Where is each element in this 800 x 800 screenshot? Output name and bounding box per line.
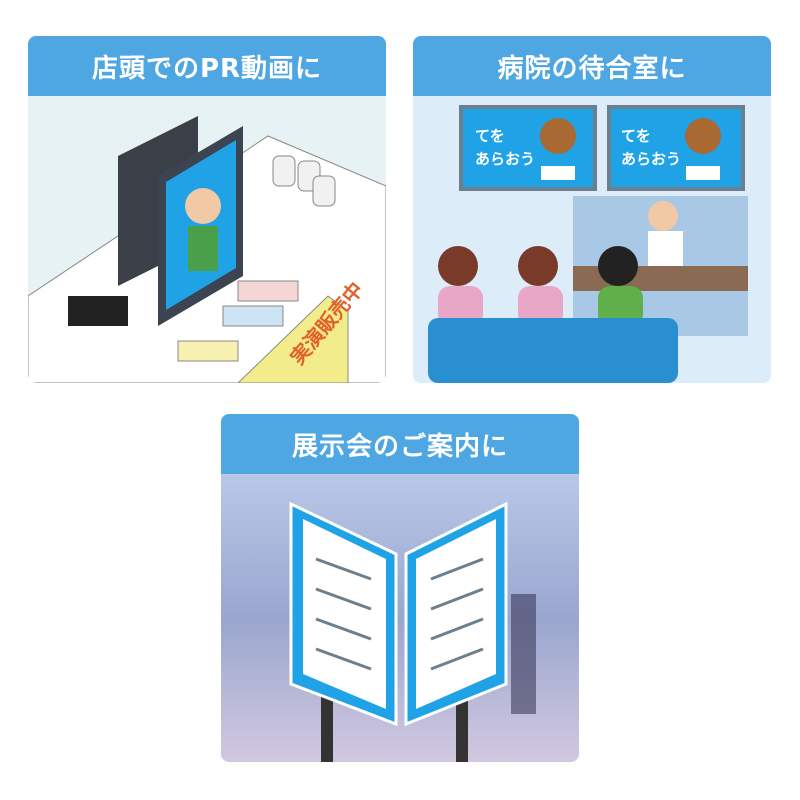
svg-text:てを: てを — [475, 127, 505, 145]
card-hospital: 病院の待合室に てを あらおう てを あらおう — [413, 36, 771, 383]
bench — [428, 318, 678, 383]
patients — [438, 246, 643, 326]
exhibition-illustration — [221, 474, 579, 762]
card-exhibition: 展示会のご案内に — [221, 414, 579, 762]
card-title: 病院の待合室に — [413, 36, 771, 96]
media-player — [68, 296, 128, 326]
card-title: 店頭でのPR動画に — [28, 36, 386, 96]
monitor-2: てを あらおう — [607, 105, 745, 191]
card-title: 展示会のご案内に — [221, 414, 579, 474]
store-illustration: 実演販売中 — [28, 96, 386, 383]
hospital-illustration: てを あらおう てを あらおう — [413, 96, 771, 383]
monitor-1: てを あらおう — [459, 105, 597, 191]
svg-text:てを: てを — [621, 127, 651, 145]
sign-board — [237, 295, 349, 383]
svg-text:あらおう: あらおう — [621, 150, 681, 168]
svg-text:あらおう: あらおう — [475, 150, 535, 168]
monitor-screen — [166, 140, 236, 310]
card-store-pr: 店頭でのPR動画に 実演販売中 — [28, 36, 386, 383]
